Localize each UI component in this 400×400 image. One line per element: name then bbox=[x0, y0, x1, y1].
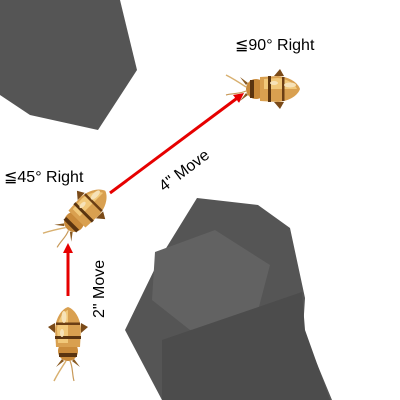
asteroid-top-left bbox=[0, 0, 137, 130]
terrain-asteroids bbox=[0, 0, 332, 400]
movement-arrows bbox=[63, 93, 245, 296]
ship-end bbox=[225, 68, 301, 110]
asteroid-bottom-right bbox=[125, 198, 332, 400]
ship-start bbox=[47, 306, 89, 382]
label-turn-45: ≦45° Right bbox=[4, 169, 84, 186]
ship-mid bbox=[37, 175, 121, 259]
label-move-2: 2" Move bbox=[91, 260, 108, 318]
arrow-4-inch bbox=[109, 93, 245, 195]
label-turn-90: ≦90° Right bbox=[235, 37, 315, 54]
